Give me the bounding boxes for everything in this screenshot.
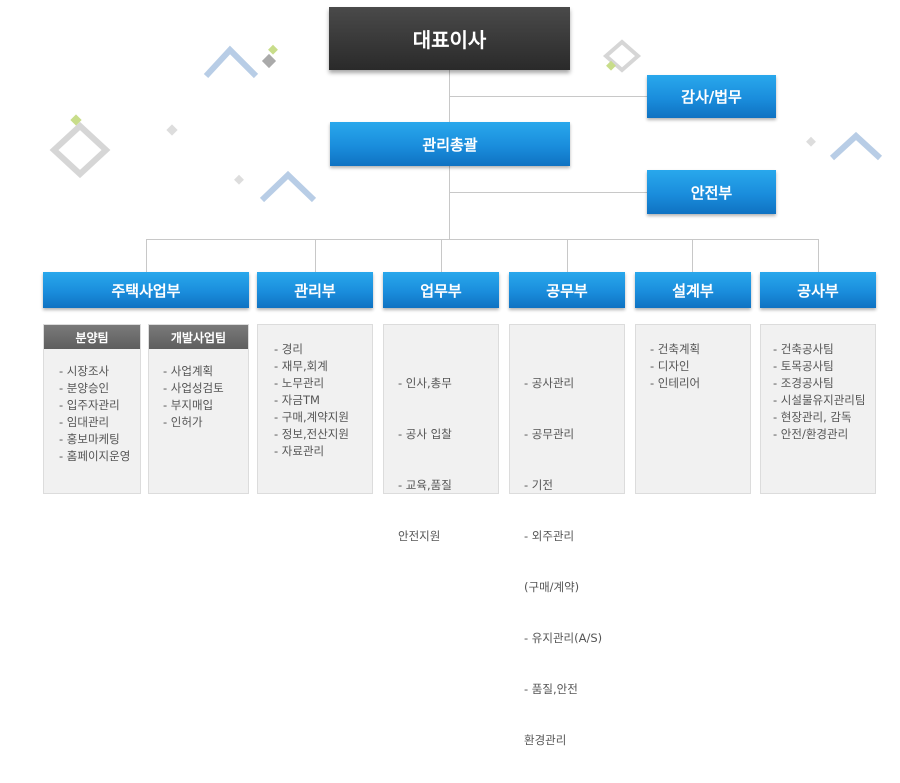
list-item: 환경관리 — [524, 733, 567, 747]
list-item: - 유지관리(A/S) — [524, 631, 603, 645]
team-sales-list: - 시장조사 - 분양승인 - 입주자관리 - 임대관리 - 홍보마케팅 - 홈… — [59, 363, 130, 465]
list-item: - 정보,전산지원 — [274, 427, 349, 441]
dept-design-list: - 건축계획 - 디자인 - 인테리어 — [650, 341, 700, 392]
dept-admin-panel: - 경리 - 재무,회계 - 노무관리 - 자금TM - 구매,계약지원 - 정… — [257, 324, 373, 494]
connector-dept-2 — [315, 239, 316, 272]
dept-design: 설계부 — [635, 272, 751, 308]
dept-construction-list: - 건축공사팀 - 토목공사팀 - 조경공사팀 - 시설물유지관리팀 - 현장관… — [773, 341, 865, 443]
list-item: - 교육,품질 — [398, 478, 452, 492]
list-item: - 인테리어 — [650, 376, 701, 390]
list-item: - 기전 — [524, 478, 553, 492]
background-decoration — [49, 39, 883, 203]
dept-business-panel: - 인사,총무 - 공사 입찰 - 교육,품질 안전지원 — [383, 324, 499, 543]
dept-business-list: - 인사,총무 - 공사 입찰 - 교육,품질 안전지원 — [398, 341, 452, 579]
list-item: - 건축공사팀 — [773, 342, 834, 356]
team-development-title: 개발사업팀 — [149, 325, 248, 349]
audit-legal-box: 감사/법무 — [647, 75, 776, 118]
list-item: - 현장관리, 감독 — [773, 410, 852, 424]
management-box: 관리총괄 — [330, 122, 570, 166]
team-sales-panel: 분양팀 - 시장조사 - 분양승인 - 입주자관리 - 임대관리 - 홍보마케팅… — [43, 324, 141, 494]
list-item: - 토목공사팀 — [773, 359, 834, 373]
list-item: - 조경공사팀 — [773, 376, 834, 390]
list-item: - 안전/환경관리 — [773, 427, 849, 441]
list-item: - 디자인 — [650, 359, 690, 373]
connector-safety — [449, 192, 647, 193]
connector-dept-4 — [567, 239, 568, 272]
list-item: - 사업계획 — [163, 364, 214, 378]
connector-audit — [449, 96, 647, 97]
list-item: - 품질,안전 — [524, 682, 578, 696]
list-item: - 홍보마케팅 — [59, 432, 120, 446]
list-item: - 외주관리 — [524, 529, 575, 543]
list-item: - 구매,계약지원 — [274, 410, 349, 424]
list-item: - 경리 — [274, 342, 303, 356]
connector-dept-3 — [441, 239, 442, 272]
list-item: - 공사관리 — [524, 376, 575, 390]
dept-construction: 공사부 — [760, 272, 876, 308]
ceo-box: 대표이사 — [329, 7, 570, 70]
list-item: - 부지매입 — [163, 398, 214, 412]
dept-admin-list: - 경리 - 재무,회계 - 노무관리 - 자금TM - 구매,계약지원 - 정… — [274, 341, 349, 460]
list-item: - 임대관리 — [59, 415, 110, 429]
dept-engineering-list: - 공사관리 - 공무관리 - 기전 - 외주관리 (구매/계약) - 유지관리… — [524, 341, 602, 783]
list-item: - 인사,총무 — [398, 376, 452, 390]
list-item: - 건축계획 — [650, 342, 701, 356]
list-item: - 재무,회계 — [274, 359, 328, 373]
list-item: - 노무관리 — [274, 376, 325, 390]
list-item: (구매/계약) — [524, 580, 580, 594]
dept-design-panel: - 건축계획 - 디자인 - 인테리어 — [635, 324, 751, 494]
list-item: - 분양승인 — [59, 381, 110, 395]
dept-engineering: 공무부 — [509, 272, 625, 308]
dept-construction-panel: - 건축공사팀 - 토목공사팀 - 조경공사팀 - 시설물유지관리팀 - 현장관… — [760, 324, 876, 494]
list-item: - 자금TM — [274, 393, 320, 407]
list-item: - 입주자관리 — [59, 398, 120, 412]
list-item: - 홈페이지운영 — [59, 449, 131, 463]
connector-departments-horizontal — [146, 239, 818, 240]
team-development-list: - 사업계획 - 사업성검토 - 부지매입 - 인허가 — [163, 363, 224, 431]
list-item: - 시장조사 — [59, 364, 110, 378]
dept-business: 업무부 — [383, 272, 499, 308]
dept-admin: 관리부 — [257, 272, 373, 308]
dept-housing: 주택사업부 — [43, 272, 249, 308]
list-item: - 인허가 — [163, 415, 203, 429]
safety-box: 안전부 — [647, 170, 776, 214]
connector-dept-5 — [692, 239, 693, 272]
list-item: - 공사 입찰 — [398, 427, 452, 441]
team-sales-title: 분양팀 — [44, 325, 140, 349]
team-development-panel: 개발사업팀 - 사업계획 - 사업성검토 - 부지매입 - 인허가 — [148, 324, 249, 494]
connector-dept-6 — [818, 239, 819, 272]
connector-dept-1 — [146, 239, 147, 272]
list-item: 안전지원 — [398, 529, 441, 543]
list-item: - 시설물유지관리팀 — [773, 393, 866, 407]
list-item: - 공무관리 — [524, 427, 575, 441]
list-item: - 사업성검토 — [163, 381, 224, 395]
list-item: - 자료관리 — [274, 444, 325, 458]
dept-engineering-panel: - 공사관리 - 공무관리 - 기전 - 외주관리 (구매/계약) - 유지관리… — [509, 324, 625, 747]
connector-management-vertical — [449, 166, 450, 240]
